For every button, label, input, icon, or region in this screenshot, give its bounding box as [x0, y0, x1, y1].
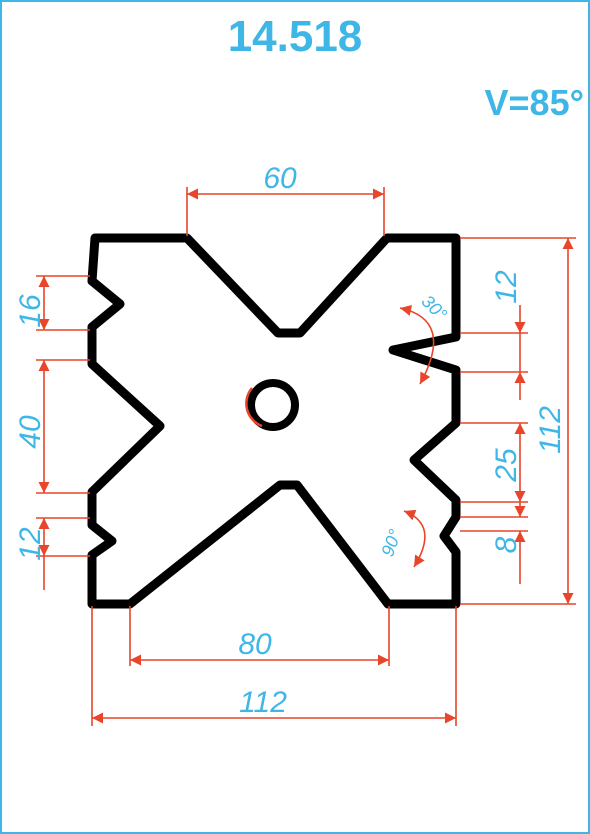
die-profile-outline	[87, 233, 461, 609]
v-angle-label: V=85°	[484, 82, 584, 123]
dim-bottom-80: 80	[238, 628, 272, 661]
dim-right-12: 12	[490, 270, 523, 304]
center-hole	[247, 379, 299, 431]
dim-left-16: 16	[14, 294, 47, 328]
dim-left-40: 40	[14, 415, 47, 449]
angle-90-label: 90°	[377, 527, 405, 559]
dim-left-12: 12	[14, 527, 47, 561]
dim-right-25: 25	[490, 448, 523, 483]
dim-overall-height-112: 112	[534, 406, 567, 454]
angle-30-label: 30°	[418, 291, 451, 324]
dim-right-8: 8	[490, 536, 523, 553]
part-number: 14.518	[227, 12, 363, 61]
dim-top-60: 60	[263, 162, 297, 195]
center-hole-highlight	[245, 387, 263, 428]
angle-arc-30	[399, 304, 435, 385]
dim-overall-width-112: 112	[239, 686, 287, 719]
angle-arc-90	[403, 509, 426, 568]
